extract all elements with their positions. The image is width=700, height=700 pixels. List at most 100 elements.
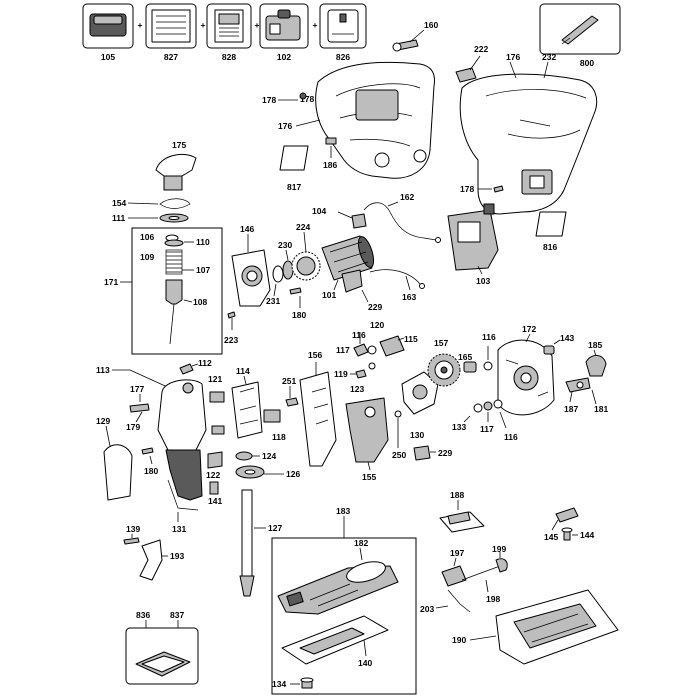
leader-176-b	[295, 119, 321, 127]
leader-163	[405, 275, 411, 291]
label-165: 165	[458, 352, 472, 362]
label-178-a-text: 178	[262, 95, 276, 105]
roller-118	[263, 409, 281, 423]
label-140: 140	[358, 658, 372, 668]
battery-box-102	[259, 3, 309, 49]
plus-sign-3: +	[255, 20, 260, 30]
label-251: 251	[282, 376, 296, 386]
leader-162	[387, 201, 399, 207]
label-171: 171	[104, 277, 118, 287]
washer-111-hole	[168, 216, 180, 220]
label-124: 124	[262, 451, 276, 461]
label-188: 188	[450, 490, 464, 500]
plus-sign-2: +	[201, 20, 206, 30]
label-176-b: 176	[278, 121, 292, 131]
knob-assembly: 175 154 111 171 106 110 109 107 108	[104, 140, 223, 355]
bracket-193-group: 139 193	[123, 524, 184, 581]
washer-116-b	[483, 361, 493, 371]
key-145	[555, 507, 579, 523]
label-176-a: 176	[506, 52, 520, 62]
label-134: 134	[272, 679, 286, 689]
wire-162	[363, 202, 437, 241]
label-178-a: 178	[300, 94, 314, 104]
label-118: 118	[272, 432, 286, 442]
spring-141	[209, 481, 219, 495]
battery-sticker	[269, 23, 281, 35]
housing-left-cavity	[355, 89, 399, 121]
gear-157-hub	[440, 366, 448, 374]
label-103: 103	[476, 276, 490, 286]
label-112: 112	[198, 358, 212, 368]
housing-group: 160 178 178 176 817 186 222 176 232	[262, 20, 598, 252]
label-222: 222	[474, 44, 488, 54]
motor-assembly: 146 231 230 224 101 104 162 229 163	[224, 192, 441, 345]
screwdriver-handle-icon	[561, 15, 599, 45]
label-250: 250	[392, 450, 406, 460]
label-129: 129	[96, 416, 110, 426]
leader-114	[243, 375, 247, 385]
leader-176-a	[509, 61, 517, 79]
label-121: 121	[208, 374, 222, 384]
leader-231	[273, 283, 277, 297]
washer-110	[164, 239, 184, 247]
accessory-row: 105 + 827 + 828 + 102 + 826 800	[82, 3, 621, 68]
clamp-group-188: 188 145 144	[439, 490, 594, 542]
screw-179	[129, 403, 150, 413]
leader-108	[183, 299, 193, 303]
leader-180-b	[149, 455, 153, 465]
shoe-lever-group: 197 199 198 203	[420, 544, 508, 614]
label-123: 123	[350, 384, 364, 394]
base-182-block	[286, 591, 304, 607]
label-108: 108	[193, 297, 207, 307]
leader-160	[409, 29, 425, 43]
label-162: 162	[400, 192, 414, 202]
leader-185	[593, 349, 597, 357]
label-183: 183	[336, 506, 350, 516]
washer-112	[179, 363, 194, 375]
base-182-lines	[309, 583, 359, 607]
leader-140	[363, 639, 367, 657]
housing-right-half	[459, 73, 598, 215]
shaft-127	[241, 489, 253, 577]
housing-right-ribs	[485, 89, 587, 139]
label-182: 182	[354, 538, 368, 548]
leader-187	[569, 391, 573, 403]
label-116-b: 116	[482, 332, 496, 342]
screw-178-icon-a	[299, 92, 307, 100]
label-229-a: 229	[368, 302, 382, 312]
box-836-837: 836 837	[125, 610, 199, 685]
lever-131	[167, 479, 199, 511]
label-154: 154	[112, 198, 126, 208]
spring-203	[447, 589, 471, 613]
label-187: 187	[564, 404, 578, 414]
label-177: 177	[130, 384, 144, 394]
label-175: 175	[172, 140, 186, 150]
label-115: 115	[404, 334, 418, 344]
screw-178-b	[493, 185, 504, 193]
leader-143	[553, 339, 561, 345]
leader-103	[477, 265, 483, 275]
spring-outline	[165, 249, 183, 275]
pad-122	[207, 451, 223, 469]
plunger-housing-lower	[165, 449, 203, 501]
pin-119	[355, 369, 367, 379]
label-817: 817	[287, 182, 301, 192]
motor-ribs	[329, 241, 369, 273]
label-180-b: 180	[144, 466, 158, 476]
gear-housing-hub	[246, 270, 258, 282]
label-101: 101	[322, 290, 336, 300]
label-199: 199	[492, 544, 506, 554]
card-lines	[219, 27, 239, 37]
clamp-126-hole	[244, 469, 256, 475]
label-139: 139	[126, 524, 140, 534]
leader-203	[435, 605, 449, 609]
knob-stem	[163, 175, 183, 191]
plate-156-slots	[311, 387, 329, 425]
screw-144-head	[561, 527, 573, 533]
label-181: 181	[594, 404, 608, 414]
leader-232	[543, 61, 549, 79]
bearing-165	[463, 361, 477, 373]
plate-140-inset	[299, 627, 365, 655]
label-193: 193	[170, 551, 184, 561]
